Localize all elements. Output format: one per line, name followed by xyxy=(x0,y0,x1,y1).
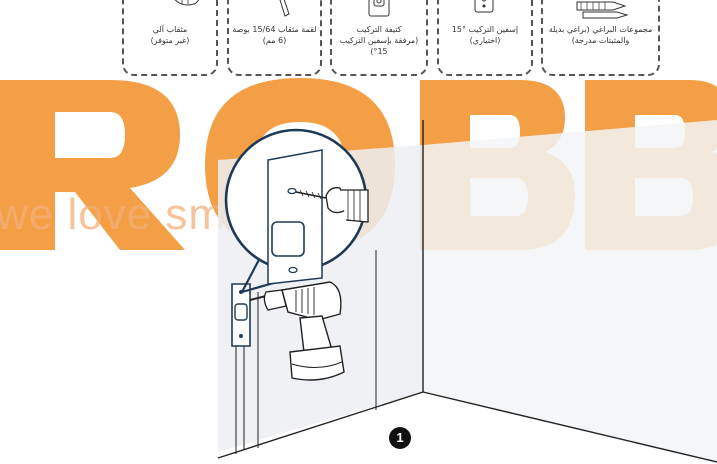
step-number: 1 xyxy=(389,430,411,445)
small-bracket xyxy=(232,284,250,346)
